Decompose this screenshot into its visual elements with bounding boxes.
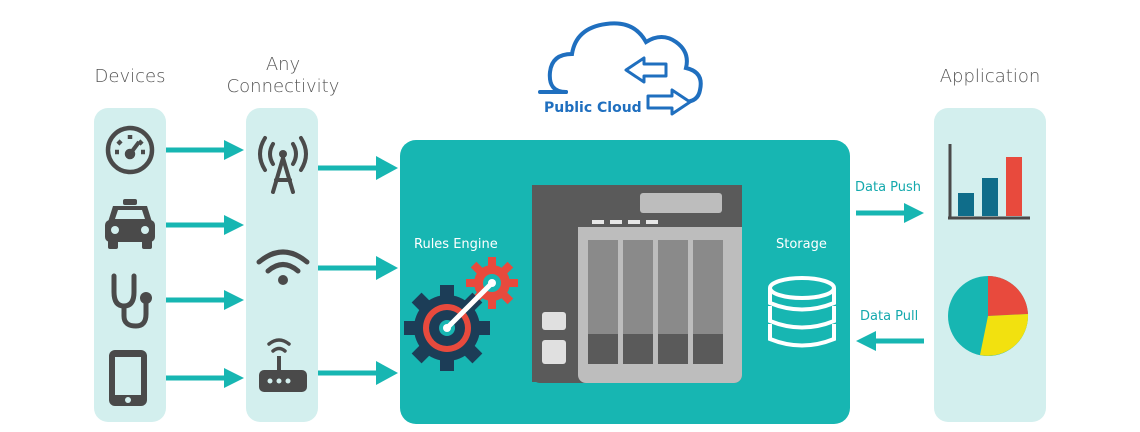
connectivity-arrowheads bbox=[376, 156, 398, 385]
cell-tower-icon bbox=[258, 136, 308, 194]
data-pull-arrow bbox=[856, 331, 924, 351]
device-arrowheads bbox=[224, 140, 244, 388]
data-push-label: Data Push bbox=[855, 180, 922, 195]
public-cloud-label: Public Cloud bbox=[544, 100, 642, 116]
wifi-icon bbox=[256, 249, 310, 285]
storage-label: Storage bbox=[776, 237, 827, 252]
storage-database-icon bbox=[768, 276, 836, 348]
data-pull-label: Data Pull bbox=[860, 309, 919, 324]
rules-engine-label: Rules Engine bbox=[414, 237, 498, 252]
data-push-arrow bbox=[856, 203, 924, 223]
stethoscope-icon bbox=[111, 273, 152, 329]
connectivity-title: Any Connectivity bbox=[226, 54, 340, 97]
bar-chart-icon bbox=[948, 144, 1030, 220]
devices-panel bbox=[94, 108, 166, 422]
taxi-icon bbox=[105, 199, 155, 249]
devices-title: Devices bbox=[94, 66, 166, 87]
connectivity-arrows bbox=[318, 165, 378, 376]
rules-engine-gears-icon bbox=[404, 257, 518, 371]
nas-device-icon bbox=[532, 185, 742, 383]
device-arrows bbox=[166, 147, 226, 381]
router-icon bbox=[259, 338, 307, 392]
application-title: Application bbox=[939, 66, 1041, 87]
pie-chart-icon bbox=[948, 275, 1029, 356]
speedometer-icon bbox=[105, 125, 155, 175]
tablet-icon bbox=[109, 350, 147, 406]
public-cloud-icon bbox=[538, 21, 703, 116]
